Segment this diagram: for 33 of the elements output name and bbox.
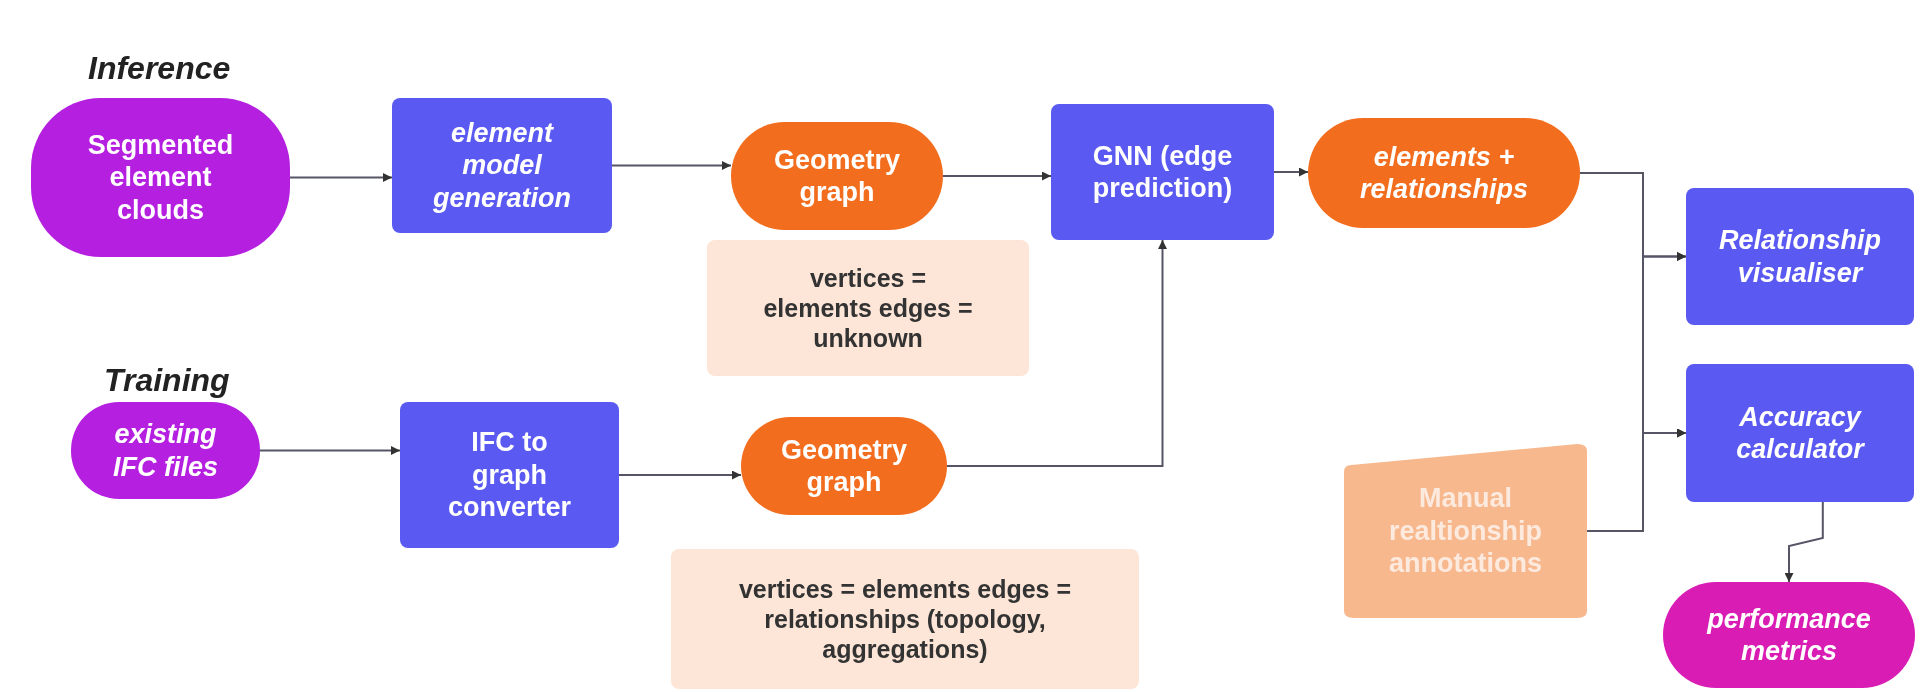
node-label: Manual realtionship annotations <box>1388 482 1543 580</box>
node-label: Geometry graph <box>772 143 902 209</box>
node-label: performance metrics <box>1705 602 1872 668</box>
arrow <box>942 171 1052 181</box>
node-label: IFC to graph converter <box>446 426 573 524</box>
node-label: vertices = elements edges = unknown <box>762 263 974 353</box>
note-box <box>707 240 1029 376</box>
arrow <box>618 470 742 480</box>
process-box <box>1686 188 1914 325</box>
arrow <box>289 173 393 182</box>
node-label: elements + relationships <box>1358 140 1529 206</box>
process-box <box>1051 104 1274 240</box>
node-label: GNN (edge prediction) <box>1091 139 1234 205</box>
arrow <box>1784 501 1824 583</box>
note-box <box>671 549 1139 689</box>
node-label: vertices = elements edges = relationships (topology, aggregations) <box>737 574 1073 664</box>
node-label: element model generation <box>432 116 572 215</box>
node-label: Geometry graph <box>779 433 909 499</box>
node-label: Relationship visualiser <box>1718 224 1882 289</box>
arrow <box>611 161 732 170</box>
node-label: Segmented element clouds <box>86 128 235 227</box>
arrow <box>1273 167 1309 177</box>
section-heading: Inference <box>88 50 231 87</box>
process-box <box>392 98 612 233</box>
arrow <box>1586 428 1687 532</box>
trapezoid-box <box>1344 444 1587 618</box>
arrow <box>946 239 1167 467</box>
process-box <box>1686 364 1914 502</box>
arrow <box>259 446 401 455</box>
process-box <box>400 402 619 548</box>
node-label: existing IFC files <box>112 418 219 483</box>
section-heading: Training <box>104 362 230 399</box>
node-label: Accuracy calculator <box>1735 400 1866 466</box>
